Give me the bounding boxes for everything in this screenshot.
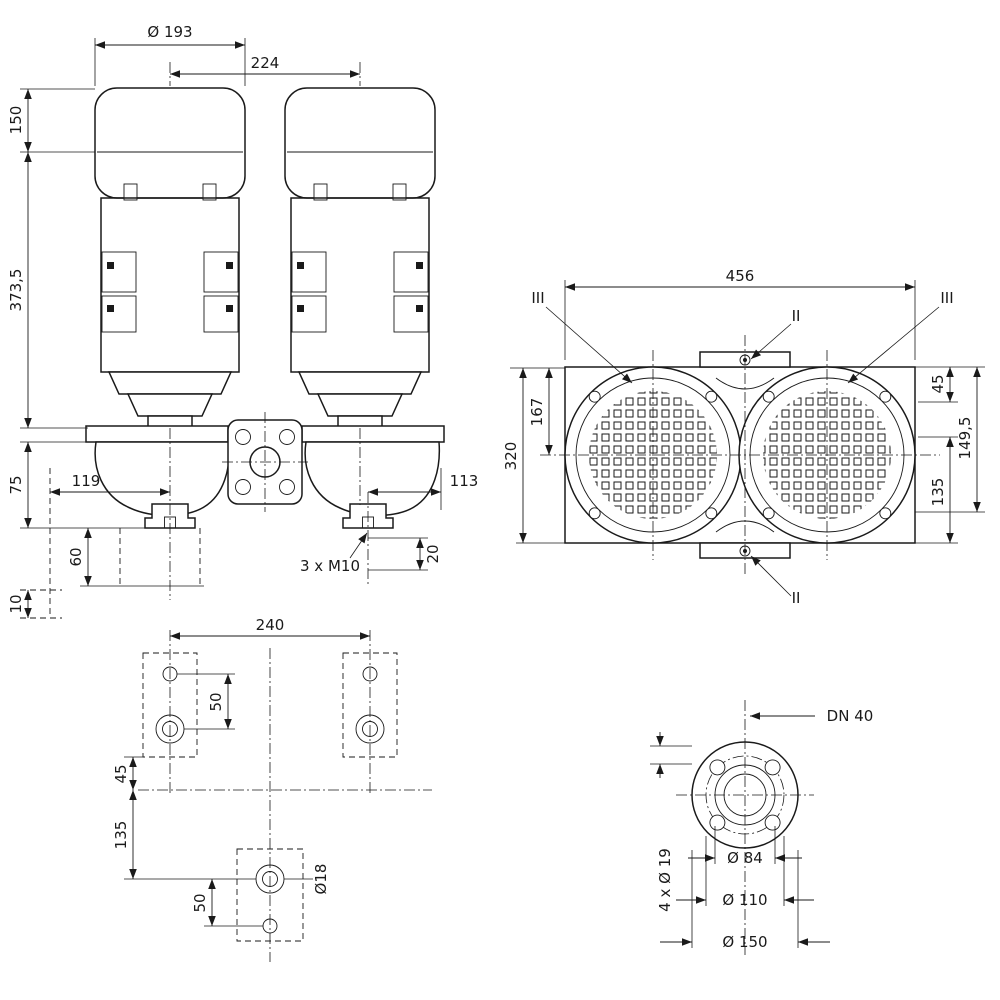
flange-detail-view: DN 40 Ø 84 Ø 110 Ø 150 4 x Ø 19 <box>650 700 873 955</box>
dim-label-dia150: Ø 150 <box>722 933 767 951</box>
front-centerlines <box>169 62 369 600</box>
dim-label-4xdia19: 4 x Ø 19 <box>656 848 674 912</box>
dim-label-240: 240 <box>256 616 285 634</box>
dim-label-dia84: Ø 84 <box>727 849 763 867</box>
foot-centerlines <box>138 630 432 962</box>
dim-label-113: 113 <box>450 472 479 490</box>
pump-housing <box>85 419 445 529</box>
dim-label-135-top: 135 <box>929 478 947 507</box>
dim-label-45-foot: 45 <box>112 764 130 783</box>
dim-label-135-foot: 135 <box>112 821 130 850</box>
dim-label-dia193: Ø 193 <box>147 23 192 41</box>
flange-centerlines <box>676 700 814 955</box>
section-label-ii-top: II <box>792 307 801 325</box>
foot-pad-left <box>142 652 198 758</box>
foot-pad-right <box>342 652 398 758</box>
top-view-casing: 456 III III II II 167 320 45 135 <box>502 267 985 607</box>
motor-right <box>284 87 436 429</box>
dim-label-dia110: Ø 110 <box>722 891 767 909</box>
front-dimensions: Ø 193 224 150 373,5 75 10 60 119 113 <box>7 23 478 618</box>
front-view-pump-elevation: Ø 193 224 150 373,5 75 10 60 119 113 <box>7 23 478 619</box>
pump-foot-left <box>144 503 196 529</box>
dim-label-dia18: Ø18 <box>312 864 330 895</box>
section-label-iii-left: III <box>531 289 544 307</box>
dim-label-373-5: 373,5 <box>7 269 25 312</box>
label-3xm10: 3 x M10 <box>300 557 360 575</box>
flange-bolt-holes <box>588 390 892 520</box>
dim-label-119: 119 <box>72 472 101 490</box>
dim-label-320: 320 <box>502 442 520 471</box>
motor-left <box>94 87 246 429</box>
top-centerlines <box>540 335 940 575</box>
foot-dimensions: 240 50 45 135 50 Ø18 <box>112 616 370 927</box>
dim-label-10: 10 <box>7 594 25 613</box>
dim-label-50-upper: 50 <box>207 692 225 711</box>
dim-label-60: 60 <box>67 547 85 566</box>
dim-label-149-5: 149,5 <box>956 417 974 460</box>
top-dimensions: 456 III III II II 167 320 45 135 <box>502 267 985 607</box>
flange-dimensions: DN 40 Ø 84 Ø 110 Ø 150 4 x Ø 19 <box>650 707 873 951</box>
label-dn40: DN 40 <box>827 707 874 725</box>
section-label-iii-right: III <box>940 289 953 307</box>
dim-label-20: 20 <box>424 544 442 563</box>
dim-label-150: 150 <box>7 106 25 135</box>
dim-label-75: 75 <box>7 475 25 494</box>
dim-label-45-top: 45 <box>929 374 947 393</box>
dim-label-167: 167 <box>528 398 546 427</box>
foot-mounting-view: 240 50 45 135 50 Ø18 <box>112 616 432 962</box>
dim-label-224: 224 <box>251 54 280 72</box>
section-label-ii-bottom: II <box>792 589 801 607</box>
dim-label-456: 456 <box>726 267 755 285</box>
dim-label-50-lower: 50 <box>191 893 209 912</box>
